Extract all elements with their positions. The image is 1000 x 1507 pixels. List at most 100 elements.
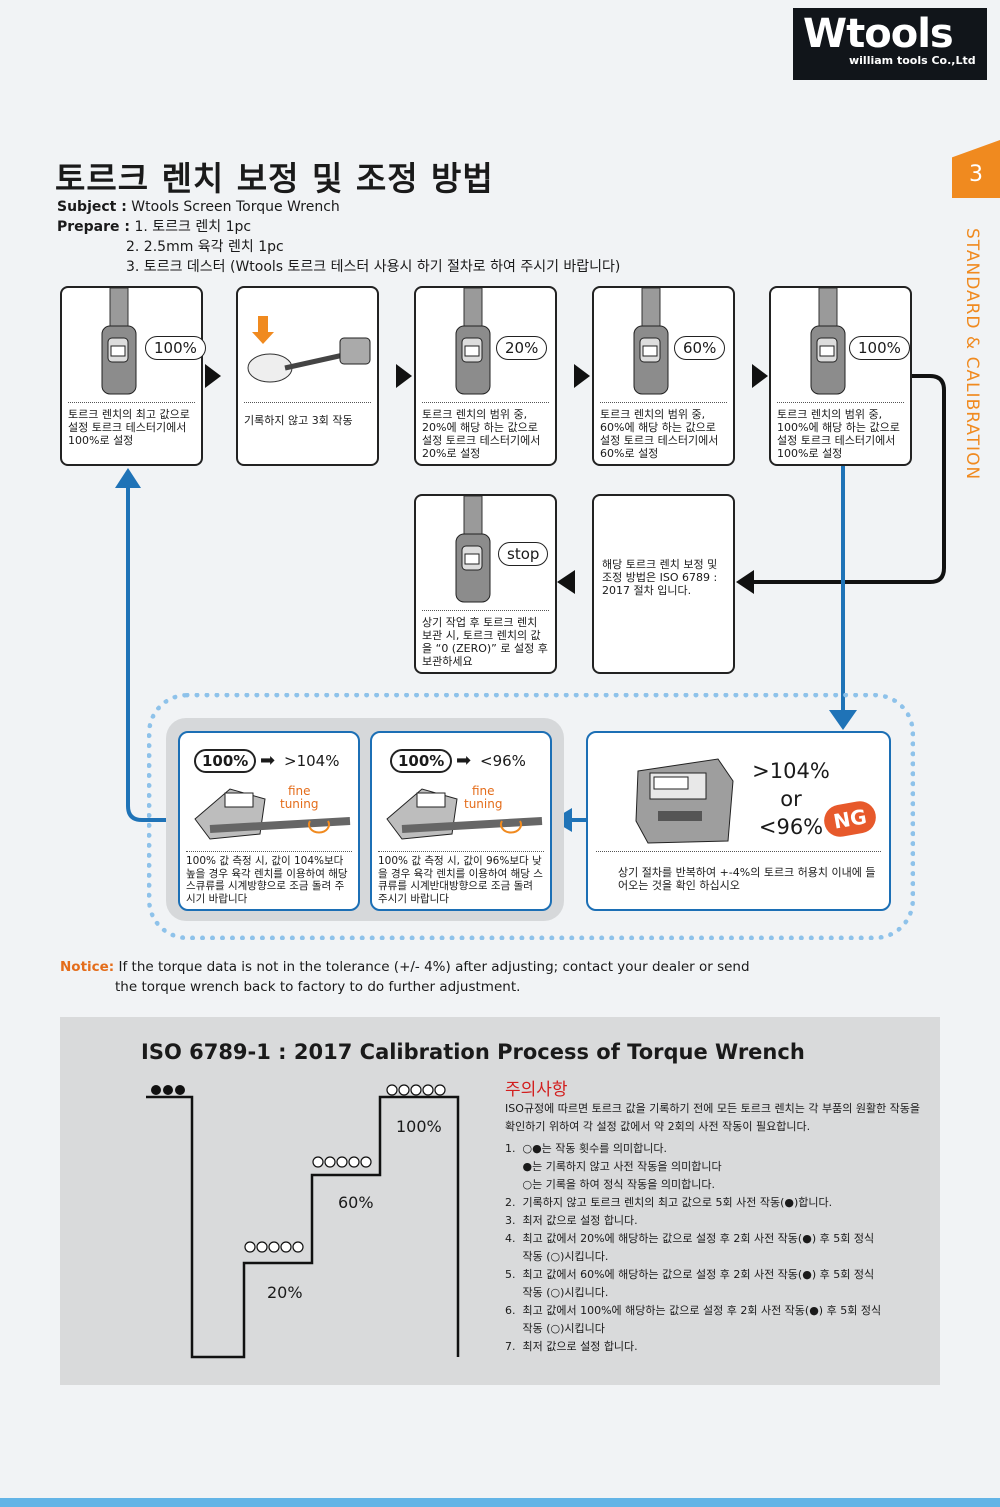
caution-body: ISO규정에 따르면 토르크 값을 기록하기 전에 모든 토르크 렌치는 각 부…: [505, 1100, 925, 1356]
setting-bubble: 20%: [496, 336, 548, 360]
logo-mark: Wtools: [803, 11, 954, 57]
ng-box: >104% or <96% NG 상기 절차를 반복하여 +-4%의 토르크 허…: [586, 731, 891, 911]
caution-item: 1. ○●는 작동 횟수를 의미합니다.: [505, 1142, 667, 1155]
calibration-step-diagram: [146, 1084, 460, 1359]
tuning-word: tuning: [280, 797, 319, 811]
page-number: 3: [969, 162, 983, 187]
torque-wrench-icon: [810, 288, 846, 395]
prepare-item: 2. 2.5mm 육각 렌치 1pc: [126, 239, 284, 255]
step-label-60: 60%: [338, 1193, 374, 1212]
notice: Notice: If the torque data is not in the…: [60, 957, 750, 997]
notice-label: Notice:: [60, 959, 115, 975]
target-value: >104%: [284, 752, 340, 770]
wtools-logo: Wtools william tools Co.,Ltd: [793, 8, 987, 80]
prepare-label: Prepare :: [57, 219, 131, 235]
footer-bar: [0, 1498, 1000, 1507]
caution-item: 작동 (○)시킵니다.: [505, 1286, 609, 1299]
torque-wrench-icon: [101, 288, 137, 395]
caution-item: 작동 (○)시킵니다: [505, 1322, 605, 1335]
torque-wrench-icon: [633, 288, 669, 395]
step-caption: 토르크 렌치의 최고 값으로 설정 토르크 테스터기에서 100%로 설정: [68, 408, 190, 447]
target-value: <96%: [480, 752, 526, 770]
divider: [422, 402, 549, 403]
adjust-high-caption: 100% 값 측정 시, 값이 104%보다 높을 경우 육각 렌치를 이용하여…: [186, 855, 348, 905]
tolerance-low: <96%: [758, 815, 824, 839]
caution-item: 2. 기록하지 않고 토르크 렌치의 최고 값으로 5회 사전 작동(●)합니다…: [505, 1196, 833, 1209]
step-box-3: 20% 토르크 렌치의 범위 중, 20%에 해당 하는 값으로 설정 토르크 …: [414, 286, 557, 466]
caution-item: 3. 최저 값으로 설정 합니다.: [505, 1214, 638, 1227]
subject-prepare-block: Subject : Wtools Screen Torque Wrench Pr…: [57, 197, 620, 277]
iso-panel: [60, 1017, 940, 1385]
arrow-right-icon: ➡: [260, 750, 276, 771]
step-caption: 토르크 렌치의 범위 중, 60%에 해당 하는 값으로 설정 토르크 테스터기…: [600, 408, 719, 460]
iso-note-box: 해당 토르크 렌치 보정 및 조정 방법은 ISO 6789 : 2017 절차…: [592, 494, 735, 674]
divider: [596, 851, 881, 852]
caution-item: 작동 (○)시킵니다.: [505, 1250, 609, 1263]
logo-subtitle: william tools Co.,Ltd: [849, 54, 976, 67]
caution-item: 4. 최고 값에서 20%에 해당하는 값으로 설정 후 2회 사전 작동(●)…: [505, 1232, 875, 1245]
tolerance-or: or: [780, 787, 802, 811]
subject-line: Subject : Wtools Screen Torque Wrench: [57, 197, 620, 217]
stop-box: stop 상기 작업 후 토르크 렌치 보관 시, 토르크 렌치의 값을 “0 …: [414, 494, 557, 674]
divider: [244, 402, 371, 403]
section-label: STANDARD & CALIBRATION: [962, 228, 982, 481]
divider: [186, 851, 352, 852]
tolerance-text: >104% or <96%: [746, 757, 836, 841]
tolerance-high: >104%: [752, 759, 830, 783]
step-label-20: 20%: [267, 1283, 303, 1302]
hand-pressing-wrench-icon: [247, 316, 371, 383]
caution-item: ●는 기록하지 않고 사전 작동을 의미합니다: [505, 1160, 722, 1173]
caution-intro: ISO규정에 따르면 토르크 값을 기록하기 전에 모든 토르크 렌치는 각 부…: [505, 1102, 921, 1133]
prepare-item: 1. 토르크 렌치 1pc: [134, 219, 252, 235]
iso-title: ISO 6789-1 : 2017 Calibration Process of…: [141, 1040, 805, 1064]
step-box-2: 기록하지 않고 3회 작동: [236, 286, 379, 466]
divider: [68, 402, 195, 403]
step-box-5: 100% 토르크 렌치의 범위 중, 100%에 해당 하는 값으로 설정 토르…: [769, 286, 912, 466]
stop-bubble: stop: [498, 542, 549, 566]
divider: [378, 851, 544, 852]
adjust-low-caption: 100% 값 측정 시, 값이 96%보다 낮을 경우 육각 렌치를 이용하여 …: [378, 855, 543, 905]
page-title: 토르크 렌치 보정 및 조정 방법: [55, 159, 494, 198]
setting-bubble: 60%: [674, 336, 726, 360]
subject-value: Wtools Screen Torque Wrench: [131, 199, 340, 215]
tester-adjust-icon: [194, 788, 351, 840]
arrow-right-icon: ➡: [456, 750, 472, 771]
notice-line: Notice: If the torque data is not in the…: [60, 957, 750, 977]
prepare-line: Prepare : 1. 토르크 렌치 1pc: [57, 217, 620, 237]
step-caption: 토르크 렌치의 범위 중, 20%에 해당 하는 값으로 설정 토르크 테스터기…: [422, 408, 541, 460]
divider: [422, 610, 549, 611]
divider: [777, 402, 904, 403]
pre-operation-dots: [151, 1085, 185, 1095]
arrow-right-icon: [205, 364, 221, 388]
prepare-item: 3. 토르크 데스터 (Wtools 토르크 테스터 사용시 하기 절차로 하여…: [126, 259, 621, 275]
iso-note-caption: 해당 토르크 렌치 보정 및 조정 방법은 ISO 6789 : 2017 절차…: [602, 558, 718, 597]
setting-pill: 100%: [194, 749, 257, 773]
tuning-word: tuning: [464, 797, 503, 811]
step-box-1: 100% 토르크 렌치의 최고 값으로 설정 토르크 테스터기에서 100%로 …: [60, 286, 206, 466]
torque-wrench-icon: [455, 496, 491, 603]
fine-word: fine: [287, 784, 311, 798]
caution-item: ○는 기록을 하여 정식 작동을 의미합니다.: [505, 1178, 715, 1191]
caution-item: 7. 최저 값으로 설정 합니다.: [505, 1340, 638, 1353]
notice-text: the torque wrench back to factory to do …: [115, 979, 521, 995]
record-operation-dots: [244, 1084, 446, 1253]
caution-item: 5. 최고 값에서 60%에 해당하는 값으로 설정 후 2회 사전 작동(●)…: [505, 1268, 875, 1281]
arrow-right-icon: [752, 364, 768, 388]
step-caption: 토르크 렌치의 범위 중, 100%에 해당 하는 값으로 설정 토르크 테스터…: [777, 408, 900, 460]
torque-wrench-icon: [455, 288, 491, 395]
step-caption: 기록하지 않고 3회 작동: [244, 414, 353, 427]
setting-bubble: 100%: [145, 336, 206, 360]
step-box-4: 60% 토르크 렌치의 범위 중, 60%에 해당 하는 값으로 설정 토르크 …: [592, 286, 735, 466]
caution-title: 주의사항: [505, 1080, 568, 1100]
notice-text: If the torque data is not in the toleran…: [118, 959, 750, 975]
ng-caption: 상기 절차를 반복하여 +-4%의 토르크 허용치 이내에 들어오는 것을 확인…: [618, 866, 876, 892]
tester-adjust-icon: [386, 788, 543, 840]
arrow-right-icon: [574, 364, 590, 388]
divider: [600, 402, 727, 403]
torque-tester-icon: [635, 758, 734, 844]
subject-label: Subject :: [57, 199, 127, 215]
stop-caption: 상기 작업 후 토르크 렌치 보관 시, 토르크 렌치의 값을 “0 (ZERO…: [422, 616, 548, 668]
